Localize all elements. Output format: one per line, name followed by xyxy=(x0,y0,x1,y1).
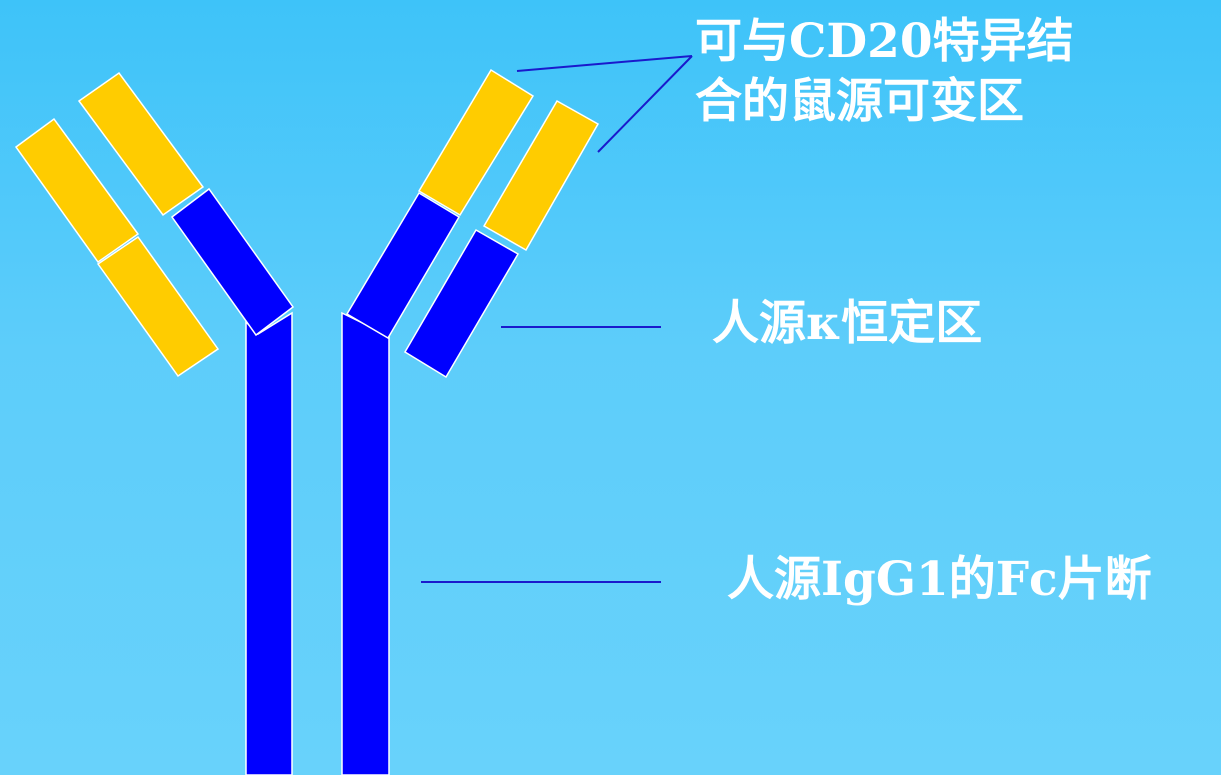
heavy-chain-stem-right xyxy=(341,311,390,775)
right-light-constant-region xyxy=(403,228,520,379)
left-heavy-variable-region xyxy=(77,71,205,217)
right-heavy-variable-region xyxy=(417,68,535,217)
left-heavy-constant-region xyxy=(170,187,295,337)
variable-region-label: 可与CD20特异结 合的鼠源可变区 xyxy=(695,12,1074,132)
heavy-chain-stem-left xyxy=(245,311,293,775)
leader-line-variable-2 xyxy=(597,55,693,153)
right-heavy-constant-region xyxy=(345,191,461,340)
fc-fragment-label: 人源IgG1的Fc片断 xyxy=(727,552,1152,607)
right-light-variable-region xyxy=(482,99,600,252)
left-light-variable-region xyxy=(14,117,140,264)
variable-region-label-line1: 可与CD20特异结 xyxy=(695,14,1074,69)
leader-line-variable-1 xyxy=(516,55,693,72)
left-light-constant-region xyxy=(96,235,220,378)
kappa-constant-label: 人源κ恒定区 xyxy=(712,296,983,351)
variable-region-label-line2: 合的鼠源可变区 xyxy=(695,74,1024,129)
